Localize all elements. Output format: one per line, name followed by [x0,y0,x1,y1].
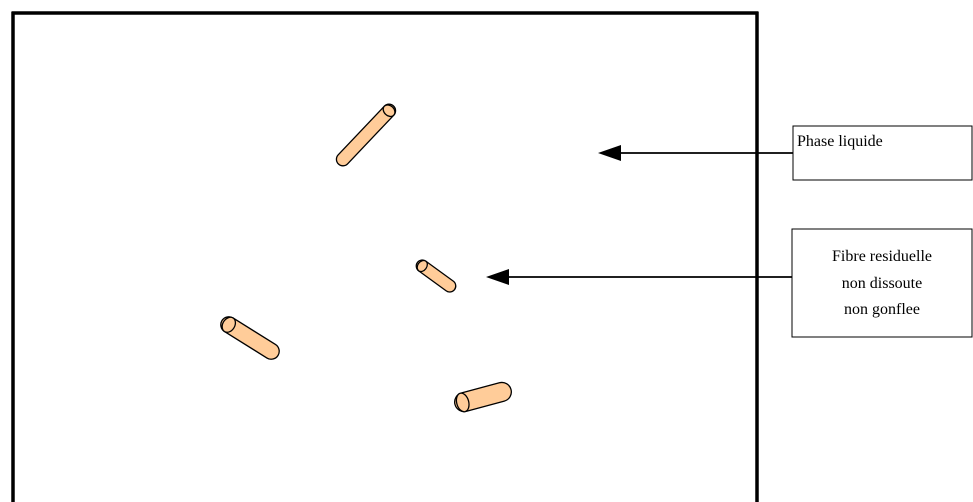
label-box-liquid-phase [792,125,973,181]
label-box-residual-fiber [791,228,973,338]
label-residual-fiber-line-1: Fibre residuelle [832,248,932,265]
fiber-2 [415,259,457,293]
fiber-1 [335,103,397,167]
container [11,11,759,502]
arrow-residual-fiber [486,269,793,285]
arrow-liquid-phase [598,145,793,161]
label-liquid-phase: Phase liquide [797,133,883,150]
label-residual-fiber-line-3: non gonflee [844,301,920,318]
fiber-3 [220,316,280,360]
label-residual-fiber-line-2: non dissoute [842,275,922,292]
fiber-4 [454,381,512,413]
